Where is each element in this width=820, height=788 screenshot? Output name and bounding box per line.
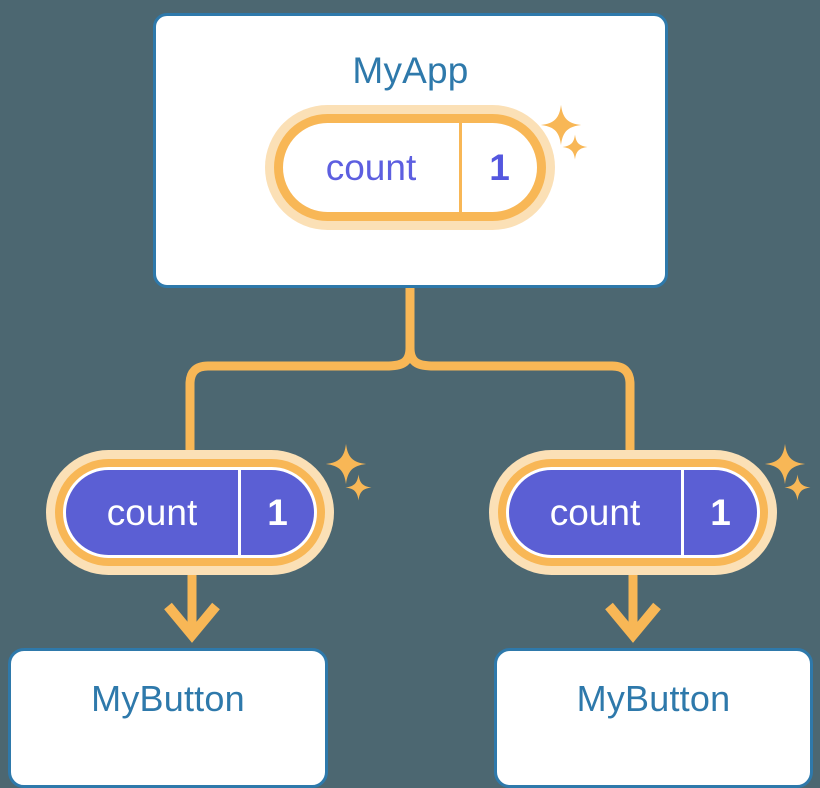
pill-body: count 1 [63,467,317,558]
myapp-title: MyApp [352,50,469,91]
mybutton-card-1[interactable]: MyButton [494,648,813,788]
mybutton-card-0[interactable]: MyButton [8,648,328,788]
connector-root-to-child-right [405,283,635,457]
sparkle-icon [345,474,372,501]
diagram-canvas: MyApp count 1 count 1 MyButton [8,13,813,788]
state-value: 1 [238,470,314,555]
state-key: count [549,491,641,533]
state-key: count [325,146,417,188]
state-key: count [106,491,198,533]
mybutton-title: MyButton [576,678,731,719]
state-pill-child-1[interactable]: count 1 [489,450,777,575]
sparkle-icon [784,474,811,501]
mybutton-title: MyButton [91,678,245,719]
arrow-down-icon-right [605,575,661,643]
connector-root-to-children [185,283,415,457]
pill-body: count 1 [283,123,537,212]
arrow-down-icon-left [164,575,220,643]
state-pill-root[interactable]: count 1 [265,105,555,230]
pill-body: count 1 [506,467,760,558]
state-pill-child-0[interactable]: count 1 [46,450,334,575]
state-value: 1 [681,470,757,555]
state-value: 1 [459,123,537,212]
